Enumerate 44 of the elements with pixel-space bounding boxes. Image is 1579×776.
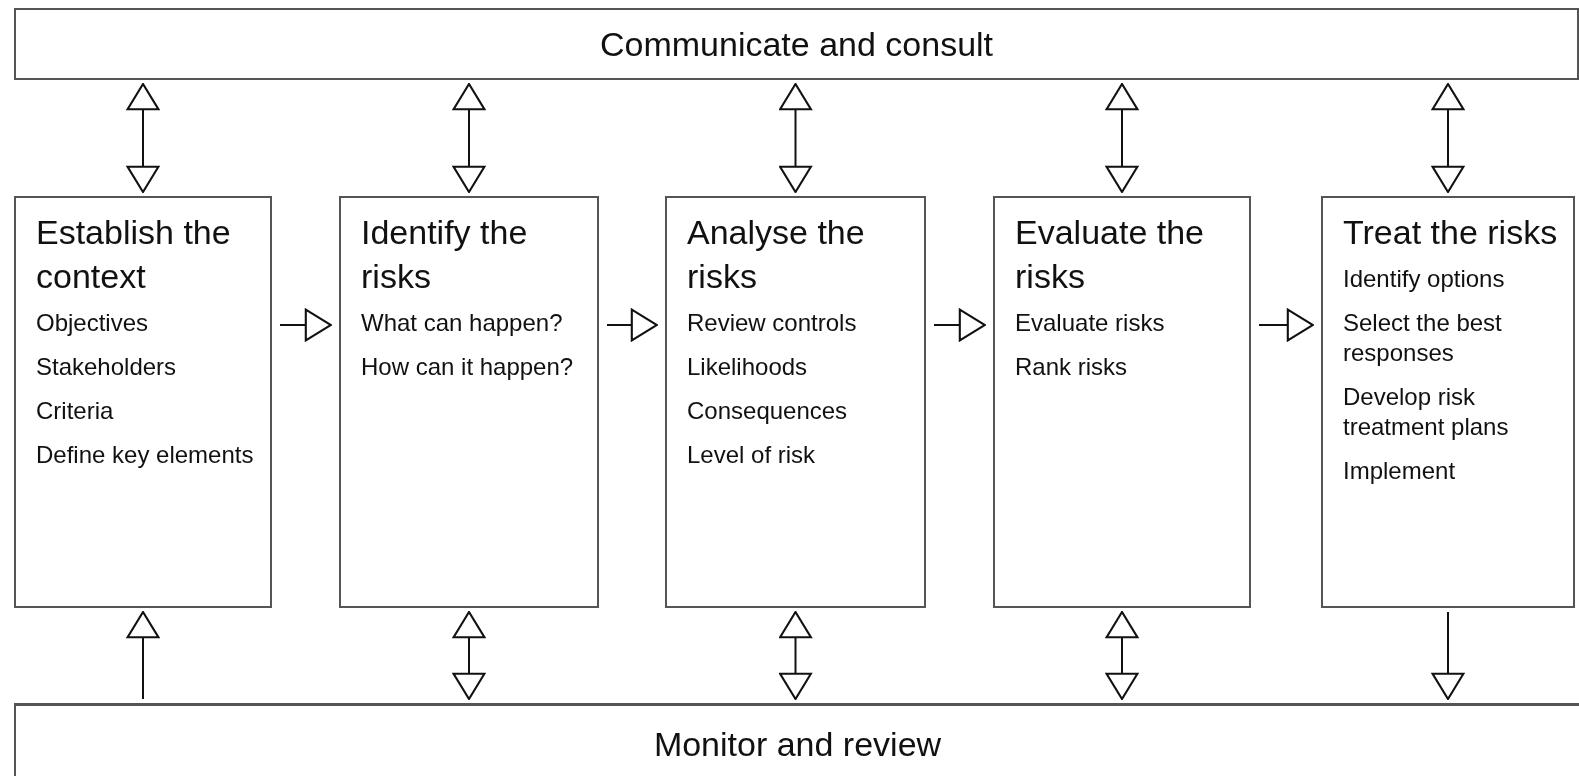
list-item: Select the best responses [1343, 308, 1503, 368]
band-title: Communicate and consult [599, 24, 994, 64]
list-item: Consequences [687, 396, 849, 426]
list-item: Review controls [687, 308, 858, 338]
list-item: What can happen? [361, 308, 564, 338]
box-heading: Treat the risks [1343, 212, 1559, 253]
box-heading: Analyse the risks [687, 212, 866, 297]
list-item: Objectives [36, 308, 150, 338]
list-item: How can it happen? [361, 352, 575, 382]
list-item: Stakeholders [36, 352, 178, 382]
arrow [606, 308, 659, 342]
arrow [933, 308, 987, 342]
box-heading: Identify the risks [361, 212, 529, 297]
list-item: Likelihoods [687, 352, 809, 382]
box-heading: Establish the context [36, 212, 232, 297]
list-item: Implement [1343, 456, 1457, 486]
double-arrow [1105, 82, 1139, 194]
double-arrow [779, 610, 812, 701]
list-item: Identify options [1343, 264, 1506, 294]
double-arrow [1431, 82, 1465, 194]
process-box [993, 196, 1251, 608]
box-heading: Evaluate the risks [1015, 212, 1206, 297]
arrow [1258, 308, 1315, 342]
process-box [14, 196, 272, 608]
arrow [1431, 611, 1465, 701]
arrow [279, 308, 333, 342]
list-item: Define key elements [36, 440, 255, 470]
banner-box [14, 8, 1579, 80]
double-arrow [452, 610, 486, 701]
double-arrow [452, 82, 486, 194]
band-title: Monitor and review [653, 725, 942, 764]
list-item: Evaluate risks [1015, 308, 1166, 338]
banner-box [14, 703, 1579, 776]
list-item: Criteria [36, 396, 115, 426]
process-box [665, 196, 926, 608]
double-arrow [779, 82, 812, 194]
list-item: Level of risk [687, 440, 817, 470]
process-box [1321, 196, 1575, 608]
list-item: Rank risks [1015, 352, 1129, 382]
double-arrow [126, 82, 160, 194]
double-arrow [1105, 610, 1139, 701]
process-box [339, 196, 599, 608]
arrow [126, 610, 160, 700]
list-item: Develop risk treatment plans [1343, 382, 1510, 442]
